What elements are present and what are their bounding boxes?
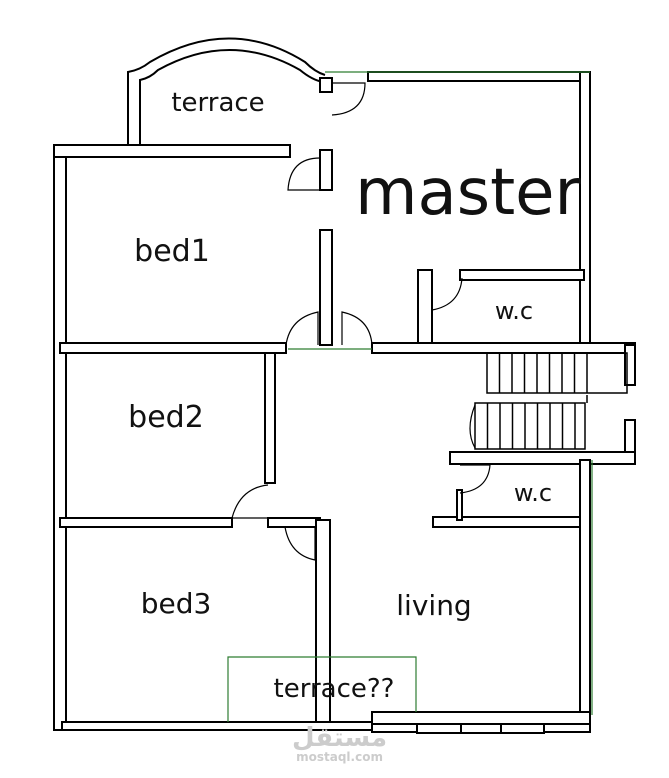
wall-central	[319, 149, 333, 191]
staircase	[474, 352, 628, 450]
wall-stair-right	[624, 344, 636, 386]
annotation-lines	[227, 71, 593, 722]
room-label-master: master	[355, 156, 581, 230]
wall-wc-top	[459, 269, 585, 281]
wall-bed1-top	[53, 144, 291, 158]
wall-bed2-bed3	[59, 517, 233, 528]
room-label-terrace: terrace	[171, 88, 265, 118]
watermark-arabic: مستقل	[292, 723, 388, 753]
wall-master-top	[367, 71, 591, 82]
room-label-wc-lower: w.c	[513, 479, 553, 507]
room-label-living: living	[396, 589, 472, 622]
wall-bed2-right	[264, 352, 276, 484]
room-label-bed1: bed1	[134, 234, 210, 269]
watermark-latin: mostaql.com	[296, 750, 383, 764]
window-strip	[371, 711, 591, 725]
wall-bed1-bed2	[59, 342, 287, 354]
terrace-arch	[127, 37, 326, 145]
room-label-bed2: bed2	[128, 400, 204, 435]
watermark: مستقل mostaql.com	[292, 725, 387, 763]
wall-master-right	[579, 71, 591, 348]
doors	[231, 82, 491, 561]
room-label-bed3: bed3	[140, 587, 212, 620]
room-label-wc-master: w.c	[494, 297, 534, 325]
room-label-terrace-bottom: terrace??	[273, 674, 395, 704]
wall-living-right	[579, 459, 591, 731]
wall-stair-bottom	[449, 451, 636, 465]
wall-left	[53, 144, 67, 731]
wall-corridor-top	[371, 342, 636, 354]
